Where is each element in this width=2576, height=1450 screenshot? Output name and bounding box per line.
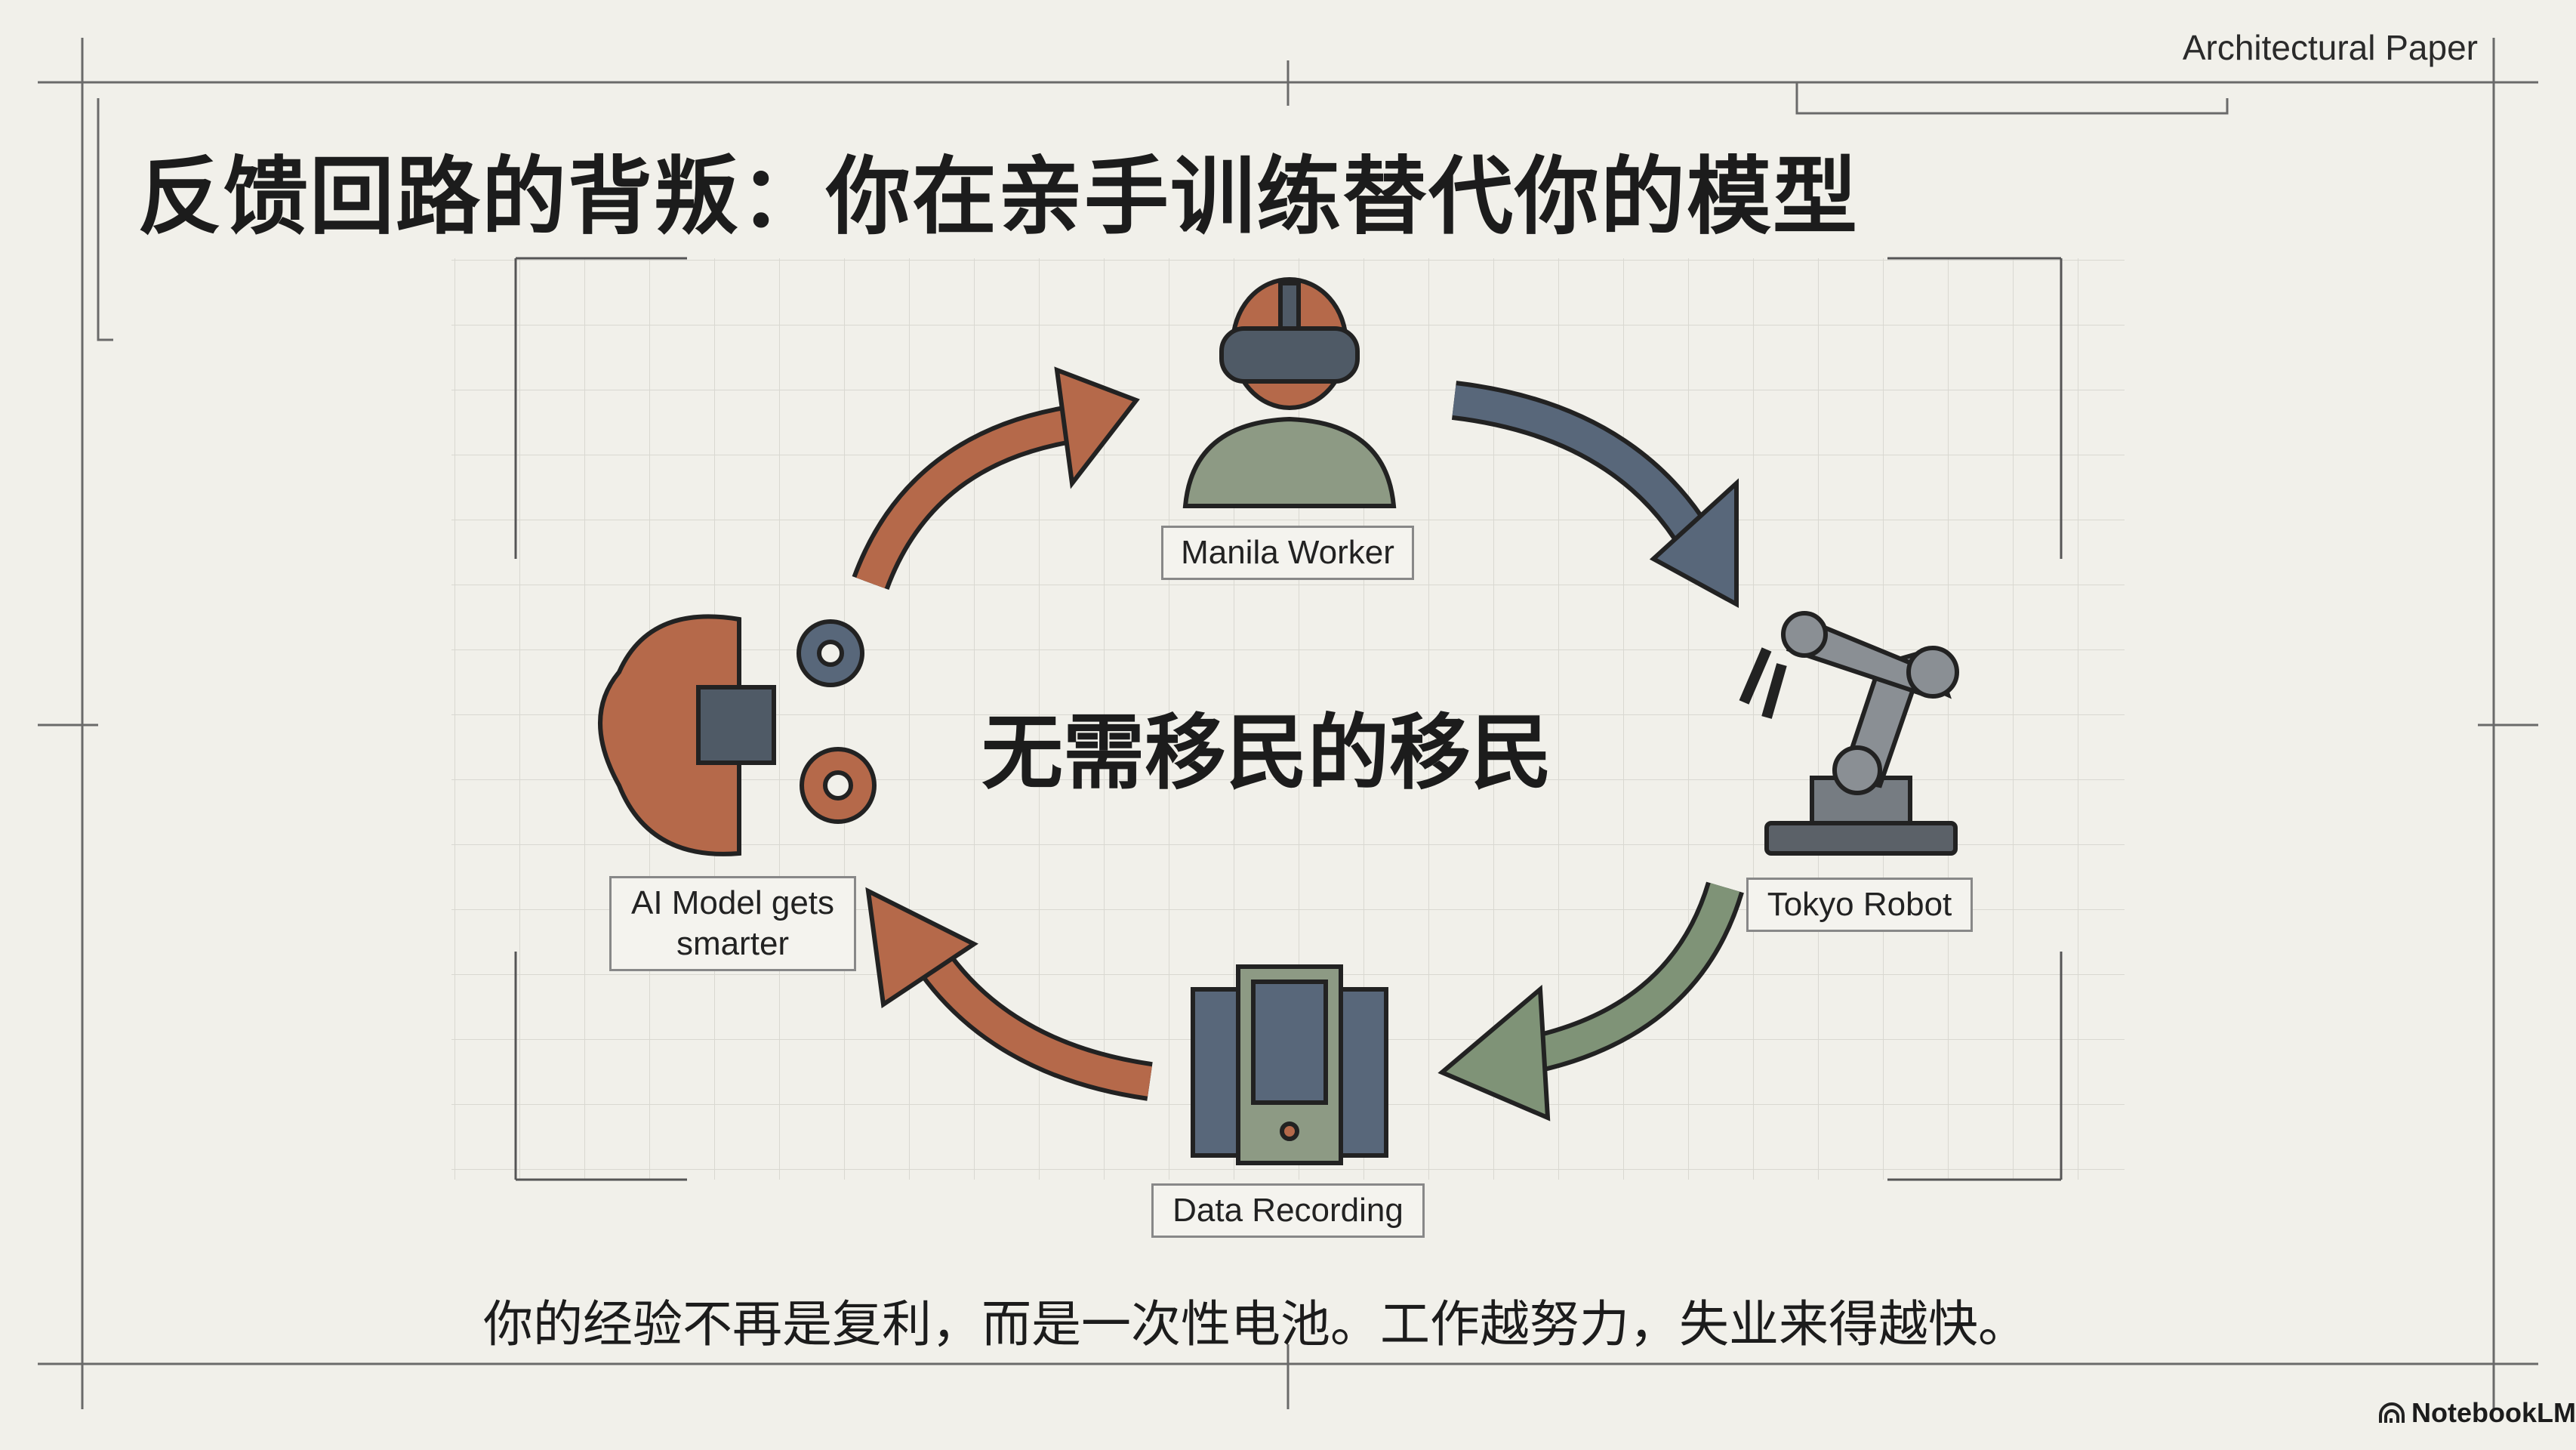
slide-tag: Architectural Paper [2182,28,2478,67]
center-text: 无需移民的移民 [981,706,1553,801]
notebooklm-logo-icon [2379,1402,2405,1423]
server-icon [1191,964,1388,1165]
frame-lines [38,38,2538,1409]
node-label-manila-worker: Manila Worker [1161,526,1414,580]
arrow-worker-to-robot [1451,381,1739,609]
arrow-robot-to-data [1437,881,1744,1121]
arrow-ai-to-worker [852,366,1140,591]
crop-marks [514,257,2063,1181]
robot-arm-icon [1739,611,1959,856]
node-label-data-recording: Data Recording [1151,1183,1425,1238]
node-label-tokyo-robot: Tokyo Robot [1746,878,1973,932]
brand-label: NotebookLM [2411,1397,2576,1428]
brain-chip-icon [598,614,877,856]
arrow-data-to-ai [865,887,1153,1101]
node-label-ai-model: AI Model gets smarter [609,876,856,971]
brand: NotebookLM [2378,1397,2576,1429]
vr-worker-icon [1182,277,1397,508]
page-title: 反馈回路的背叛：你在亲手训练替代你的模型 [137,148,1859,246]
caption: 你的经验不再是复利，而是一次性电池。工作越努力，失业来得越快。 [483,1295,2028,1353]
